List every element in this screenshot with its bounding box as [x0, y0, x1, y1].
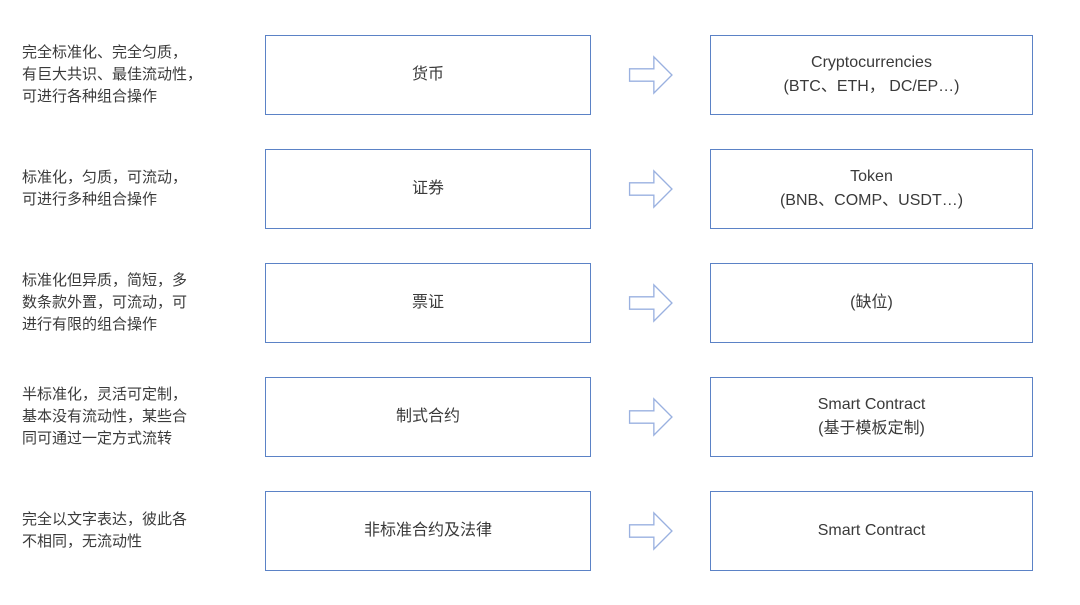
mapping-row-currency: 完全标准化、完全匀质， 有巨大共识、最佳流动性， 可进行各种组合操作 货币 Cr… [0, 35, 1080, 115]
source-box: 制式合约 [265, 377, 591, 457]
target-box: (缺位) [710, 263, 1033, 343]
source-label: 票证 [411, 294, 444, 311]
mapping-row-tickets: 标准化但异质，简短，多 数条款外置，可流动，可 进行有限的组合操作 票证 (缺位… [0, 263, 1080, 343]
mapping-row-standard-contract: 半标准化，灵活可定制， 基本没有流动性，某些合 同可通过一定方式流转 制式合约 … [0, 377, 1080, 457]
mapping-row-securities: 标准化，匀质，可流动， 可进行多种组合操作 证券 Token (BNB、COMP… [0, 149, 1080, 229]
source-box: 证券 [265, 149, 591, 229]
target-box: Smart Contract [710, 491, 1033, 571]
target-label: Smart Contract [817, 522, 926, 539]
target-label: Cryptocurrencies (BTC、ETH， DC/EP…) [783, 54, 960, 95]
right-arrow-icon [628, 397, 673, 437]
source-box: 货币 [265, 35, 591, 115]
row-description: 半标准化，灵活可定制， 基本没有流动性，某些合 同可通过一定方式流转 [22, 386, 188, 447]
target-label: Token (BNB、COMP、USDT…) [779, 168, 964, 209]
source-label: 非标准合约及法律 [363, 522, 492, 539]
target-box: Smart Contract (基于模板定制) [710, 377, 1033, 457]
source-label: 制式合约 [395, 408, 460, 425]
source-box: 非标准合约及法律 [265, 491, 591, 571]
right-arrow-icon [628, 511, 673, 551]
arrow-zone [591, 511, 710, 551]
source-label: 货币 [411, 66, 444, 83]
right-arrow-icon [628, 169, 673, 209]
arrow-zone [591, 397, 710, 437]
mapping-row-nonstandard-contract: 完全以文字表达，彼此各 不相同，无流动性 非标准合约及法律 Smart Cont… [0, 491, 1080, 571]
target-box: Cryptocurrencies (BTC、ETH， DC/EP…) [710, 35, 1033, 115]
source-label: 证券 [411, 180, 444, 197]
right-arrow-icon [628, 283, 673, 323]
arrow-zone [591, 169, 710, 209]
arrow-zone [591, 55, 710, 95]
target-label: (缺位) [850, 294, 893, 311]
target-box: Token (BNB、COMP、USDT…) [710, 149, 1033, 229]
source-box: 票证 [265, 263, 591, 343]
row-description: 标准化但异质，简短，多 数条款外置，可流动，可 进行有限的组合操作 [22, 272, 188, 333]
row-description: 标准化，匀质，可流动， 可进行多种组合操作 [22, 169, 188, 208]
right-arrow-icon [628, 55, 673, 95]
concept-mapping-diagram: 完全标准化、完全匀质， 有巨大共识、最佳流动性， 可进行各种组合操作 货币 Cr… [0, 35, 1080, 571]
row-description: 完全以文字表达，彼此各 不相同，无流动性 [22, 511, 188, 550]
target-label: Smart Contract (基于模板定制) [817, 396, 926, 437]
arrow-zone [591, 283, 710, 323]
row-description: 完全标准化、完全匀质， 有巨大共识、最佳流动性， 可进行各种组合操作 [22, 44, 203, 105]
